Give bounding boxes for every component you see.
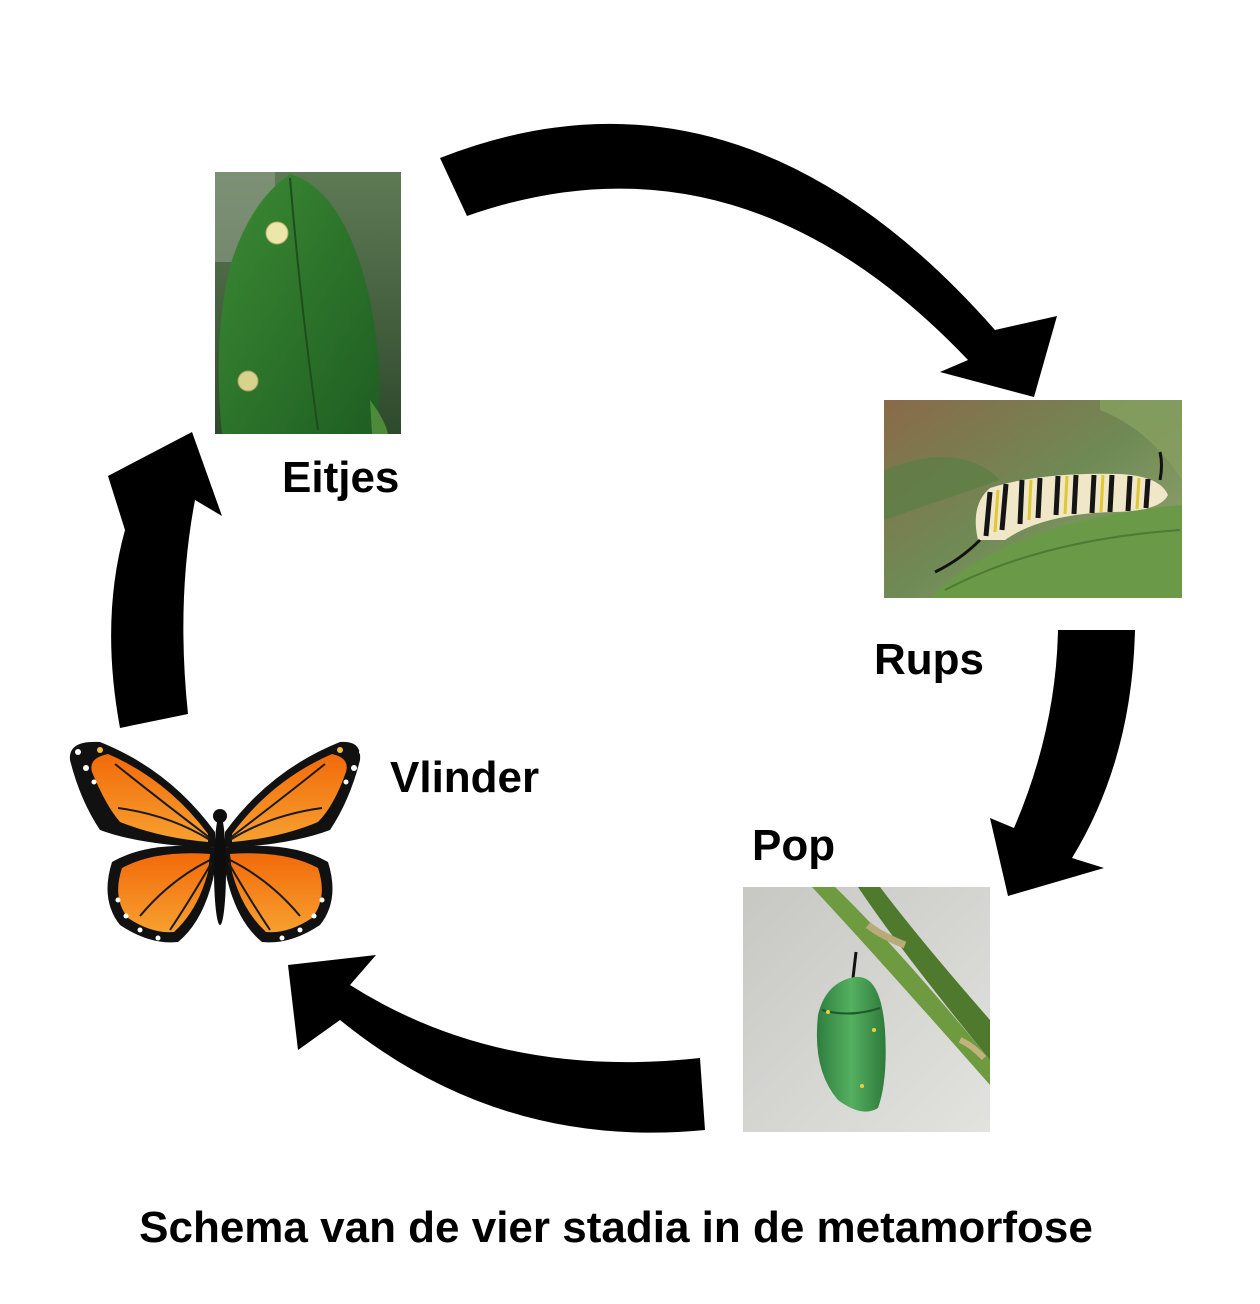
arrow-pupa-to-butterfly — [288, 955, 705, 1133]
butterfly-image — [69, 741, 365, 943]
diagram-caption: Schema van de vier stadia in de metamorf… — [139, 1203, 1093, 1252]
stage-label-butterfly: Vlinder — [390, 753, 540, 802]
pupa-image — [743, 887, 990, 1132]
egg-icon — [265, 221, 289, 245]
cycle-arrows — [108, 123, 1135, 1133]
stage-label-egg: Eitjes — [282, 453, 400, 502]
arrow-butterfly-to-egg — [108, 432, 222, 728]
stage-label-caterpillar: Rups — [874, 635, 984, 684]
arrow-egg-to-caterpillar — [440, 123, 1057, 397]
egg-image — [215, 172, 401, 434]
stage-label-pupa: Pop — [752, 821, 836, 870]
caterpillar-image — [884, 400, 1182, 598]
egg-icon — [237, 370, 259, 392]
arrow-caterpillar-to-pupa — [990, 630, 1135, 896]
